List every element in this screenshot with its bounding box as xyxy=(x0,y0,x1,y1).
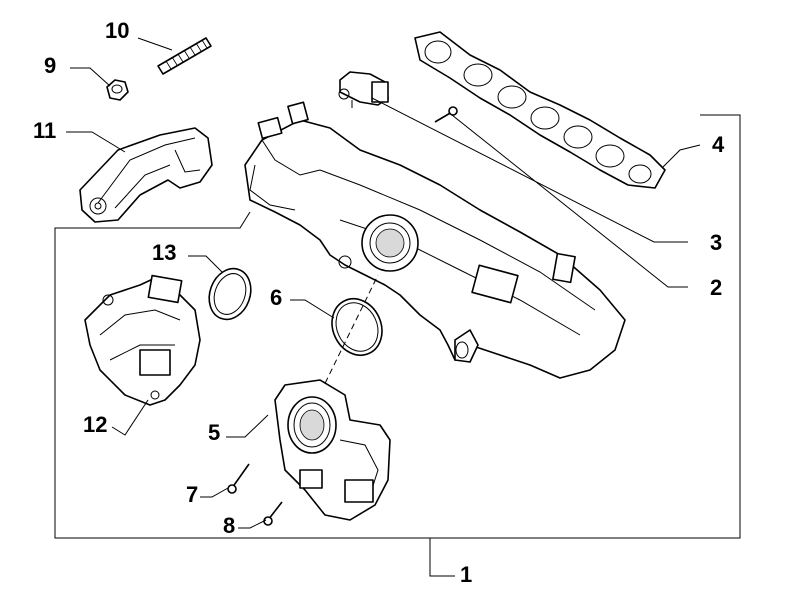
part-4-manifold-gasket xyxy=(414,31,666,189)
part-9-nut xyxy=(106,79,129,101)
callout-10: 10 xyxy=(105,18,129,43)
callout-13: 13 xyxy=(152,240,176,265)
callout-9: 9 xyxy=(44,53,56,78)
callout-7: 7 xyxy=(186,482,198,507)
assembly-bracket xyxy=(54,114,741,577)
leader-lines xyxy=(66,37,701,529)
callout-1: 1 xyxy=(460,562,472,587)
callout-12: 12 xyxy=(83,412,107,437)
callout-6: 6 xyxy=(270,285,282,310)
part-3-screw xyxy=(434,106,458,123)
part-3-sensor xyxy=(338,71,389,108)
part-2-intake-manifold xyxy=(244,101,626,379)
callout-11: 11 xyxy=(33,118,56,143)
callout-4: 4 xyxy=(712,132,725,157)
part-7-bolt xyxy=(227,463,250,494)
callout-5: 5 xyxy=(208,420,220,445)
callout-8: 8 xyxy=(223,513,235,538)
part-13-seal-ring xyxy=(208,267,252,321)
part-8-bolt xyxy=(263,501,283,526)
part-5-throttle-body xyxy=(274,379,391,521)
part-10-stud-bolt xyxy=(157,37,212,75)
callout-2: 2 xyxy=(710,275,722,300)
part-12-actuator xyxy=(84,274,201,406)
part-6-gasket xyxy=(331,298,383,356)
callout-3: 3 xyxy=(710,230,722,255)
part-11-cover xyxy=(79,127,213,223)
